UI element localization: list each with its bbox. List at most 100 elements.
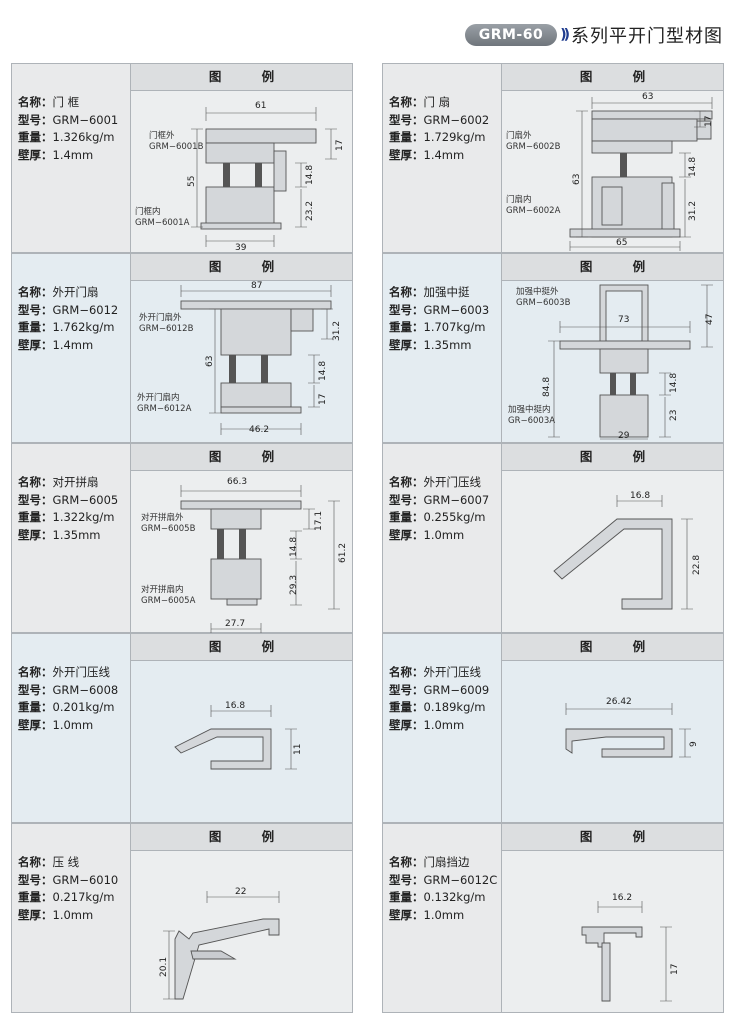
cross-section-diagram bbox=[174, 705, 297, 770]
name-label: 名称： bbox=[389, 95, 424, 109]
dim-label: 29.3 bbox=[289, 574, 299, 595]
profile-weight: 0.132kg/m bbox=[423, 890, 486, 904]
name-label: 名称： bbox=[389, 475, 424, 489]
cross-section-diagram bbox=[565, 703, 691, 758]
dim-label: 73 bbox=[618, 315, 630, 325]
profile-weight: 0.189kg/m bbox=[423, 700, 486, 714]
name-label: 名称： bbox=[18, 855, 53, 869]
spec-block: 名称：压 线 型号：GRM−6010 重量：0.217kg/m 壁厚：1.0mm bbox=[12, 824, 131, 1012]
cross-section-diagram bbox=[180, 285, 333, 435]
profile-card-grm-6005: 名称：对开拼扇 型号：GRM−6005 重量：1.322kg/m 壁厚：1.35… bbox=[11, 443, 353, 633]
dim-label: 17 bbox=[670, 963, 680, 975]
name-label: 名称： bbox=[18, 95, 53, 109]
page-header: GRM-60 )) 系列平开门型材图 bbox=[464, 22, 723, 48]
cross-section-diagram bbox=[581, 901, 672, 1002]
profile-wall: 1.4mm bbox=[52, 147, 94, 162]
profile-drawing: 16.2 17 bbox=[502, 851, 723, 1012]
dim-label: 66.3 bbox=[227, 477, 248, 487]
profile-drawing: 26.42 9 bbox=[502, 661, 723, 822]
dim-label: 26.42 bbox=[606, 697, 632, 707]
profile-model: GRM−6012 bbox=[52, 302, 119, 317]
weight-label: 重量： bbox=[18, 130, 53, 144]
weight-label: 重量： bbox=[18, 510, 53, 524]
profile-weight: 0.255kg/m bbox=[423, 510, 486, 524]
wall-label: 壁厚： bbox=[18, 717, 53, 732]
profile-model: GRM−6008 bbox=[52, 682, 119, 697]
cross-section-diagram bbox=[548, 284, 713, 440]
wall-label: 壁厚： bbox=[18, 337, 53, 352]
cross-section-diagram bbox=[191, 107, 337, 247]
dim-label: 84.8 bbox=[542, 376, 552, 397]
dim-label: 63 bbox=[642, 92, 654, 102]
panel-title: 图 例 bbox=[502, 824, 723, 851]
dim-label: 14.8 bbox=[318, 360, 328, 381]
dim-label: 14.8 bbox=[289, 536, 299, 557]
wall-label: 壁厚： bbox=[389, 527, 424, 542]
panel-title: 图 例 bbox=[131, 64, 352, 91]
profile-weight: 1.729kg/m bbox=[423, 130, 486, 144]
profile-name: 门 扇 bbox=[423, 95, 451, 109]
profile-name: 外开门压线 bbox=[423, 475, 482, 489]
profile-wall: 1.35mm bbox=[423, 337, 472, 352]
profile-model: GRM−6001 bbox=[52, 112, 119, 127]
dim-label: 39 bbox=[235, 243, 247, 253]
dim-label: 47 bbox=[705, 313, 715, 325]
profile-name: 门 框 bbox=[52, 95, 80, 109]
cross-section-diagram bbox=[569, 97, 713, 251]
model-label: 型号： bbox=[18, 872, 53, 887]
spec-block: 名称：外开门压线 型号：GRM−6008 重量：0.201kg/m 壁厚：1.0… bbox=[12, 634, 131, 822]
profile-weight: 0.201kg/m bbox=[52, 700, 115, 714]
spec-block: 名称：加强中挺 型号：GRM−6003 重量：1.707kg/m 壁厚：1.35… bbox=[383, 254, 502, 442]
profile-name: 外开门压线 bbox=[52, 665, 111, 679]
wall-label: 壁厚： bbox=[18, 907, 53, 922]
dim-label: 29 bbox=[618, 431, 630, 441]
spec-block: 名称：门 框 型号：GRM−6001 重量：1.326kg/m 壁厚：1.4mm bbox=[12, 64, 131, 252]
profile-weight: 1.322kg/m bbox=[52, 510, 115, 524]
profile-wall: 1.0mm bbox=[423, 907, 465, 922]
dim-label: 16.8 bbox=[225, 701, 246, 711]
profile-wall: 1.4mm bbox=[423, 147, 465, 162]
panel-title: 图 例 bbox=[502, 254, 723, 281]
profile-name: 外开门压线 bbox=[423, 665, 482, 679]
panel-title: 图 例 bbox=[131, 444, 352, 471]
wall-label: 壁厚： bbox=[18, 147, 53, 162]
panel-title: 图 例 bbox=[131, 634, 352, 661]
profile-drawing: 16.8 22.8 bbox=[502, 471, 723, 632]
name-label: 名称： bbox=[389, 665, 424, 679]
page-title: 系列平开门型材图 bbox=[571, 26, 723, 47]
dim-label: 65 bbox=[616, 238, 628, 248]
profile-wall: 1.0mm bbox=[52, 907, 94, 922]
dim-label: 17.1 bbox=[314, 510, 324, 531]
wall-label: 壁厚： bbox=[18, 527, 53, 542]
spec-block: 名称：对开拼扇 型号：GRM−6005 重量：1.322kg/m 壁厚：1.35… bbox=[12, 444, 131, 632]
dim-label: 31.2 bbox=[688, 200, 698, 221]
profile-model: GRM−6012C bbox=[423, 872, 498, 887]
dim-label: 14.8 bbox=[688, 156, 698, 177]
dim-label: 63 bbox=[205, 355, 215, 367]
profile-card-grm-6012: 名称：外开门扇 型号：GRM−6012 重量：1.762kg/m 壁厚：1.4m… bbox=[11, 253, 353, 443]
weight-label: 重量： bbox=[389, 700, 424, 714]
name-label: 名称： bbox=[18, 665, 53, 679]
wall-label: 壁厚： bbox=[389, 907, 424, 922]
model-label: 型号： bbox=[18, 682, 53, 697]
profile-model: GRM−6007 bbox=[423, 492, 490, 507]
name-label: 名称： bbox=[389, 855, 424, 869]
profile-weight: 0.217kg/m bbox=[52, 890, 115, 904]
profile-drawing: 22 20.1 bbox=[131, 851, 352, 1012]
profile-weight: 1.762kg/m bbox=[52, 320, 115, 334]
panel-title: 图 例 bbox=[131, 824, 352, 851]
dim-label: 22.8 bbox=[692, 554, 702, 575]
weight-label: 重量： bbox=[389, 130, 424, 144]
